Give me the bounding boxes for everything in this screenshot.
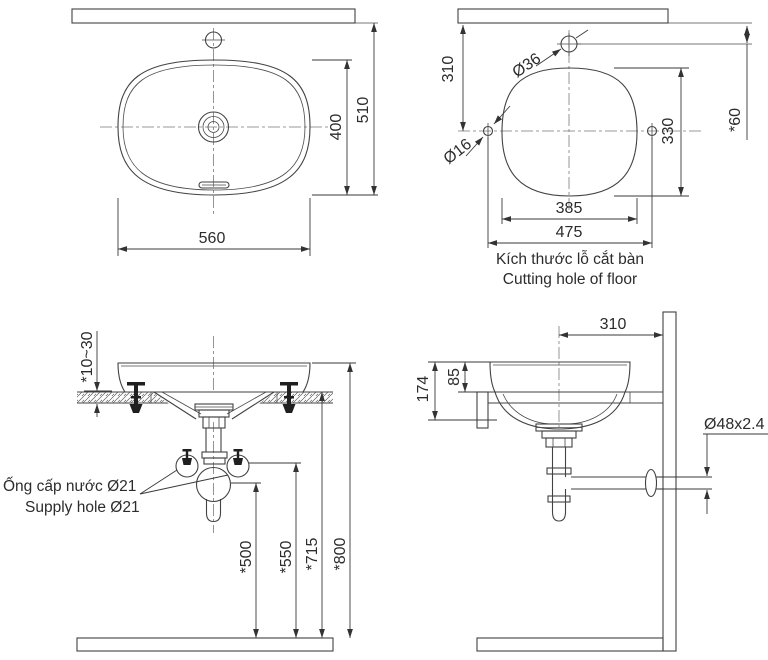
basin-front-profile [117,362,311,393]
dim-wall-gap: *60 [727,108,744,132]
dim-top-width: 560 [199,230,226,247]
dim-total-depth: 174 [415,376,432,403]
caption-english: Cutting hole of floor [503,271,637,288]
dim-counter-thickness: *10~30 [79,331,96,382]
dim-hole-height: 330 [660,118,677,145]
wall-flange [644,468,658,498]
cutting-hole-view: Ø36 Ø16 310 330 *60 385 475 Kích [440,8,752,288]
basin-outer-rim [117,59,311,196]
floor-section-front [76,637,334,652]
leader-supply-left [139,469,178,495]
dim-supply-hole: Ø16 [441,136,475,168]
dim-top-inner-depth: 400 [328,114,345,141]
dim-rim-height: *800 [332,537,349,570]
top-view: 400 510 560 [71,8,378,256]
supply-valve-right [226,449,250,478]
dim-wall-offset: 310 [600,316,627,333]
bowl-under-counter [494,391,626,430]
counter-cutout [151,391,277,422]
faucet-hole-mark [202,31,225,49]
overflow-slot [198,181,230,189]
drain-circles [197,111,230,143]
front-view: Ống cấp nước Ø21 Supply hole Ø21 *10~30 … [3,331,356,652]
trap-tail [205,499,222,523]
basin-side-profile [489,361,631,393]
cut-hole-outline [501,67,638,197]
dim-back-offset: 310 [440,56,457,83]
leader-faucet [535,48,562,67]
label-supply-vietnamese: Ống cấp nước Ø21 [3,477,136,495]
mounting-clamp-left [127,382,145,413]
dim-hole-width: 385 [556,200,583,217]
mounting-clamp-right [280,382,298,413]
drain-tailpipe [194,403,234,465]
wall-section-top-view [71,8,356,24]
bottle-trap [195,466,232,503]
basin-inner-rim [122,64,306,191]
floor-section-side [476,637,664,652]
label-supply-english: Supply hole Ø21 [25,499,140,516]
dim-hole-span: 475 [556,224,583,241]
dim-valve-height: *550 [278,540,295,573]
side-drain-piping [535,423,663,522]
wall-section-cutout-view [457,8,669,24]
dim-top-outer-depth: 510 [355,97,372,124]
supply-valve-left [175,449,199,478]
leader-supply-hole [465,136,484,157]
dim-rim-above-counter: 85 [446,368,463,386]
dim-trap-height: *500 [238,540,255,573]
side-view: 310 85 174 Ø48x2.4 [415,311,768,652]
dim-pipe-spec: Ø48x2.4 [704,416,765,433]
dim-counter-height: *715 [304,537,321,570]
leader-supply-right [139,474,229,495]
caption-vietnamese: Kích thước lỗ cắt bàn [496,251,644,268]
wall-section-side [662,311,677,652]
cutout-faucet-hole [557,33,581,56]
